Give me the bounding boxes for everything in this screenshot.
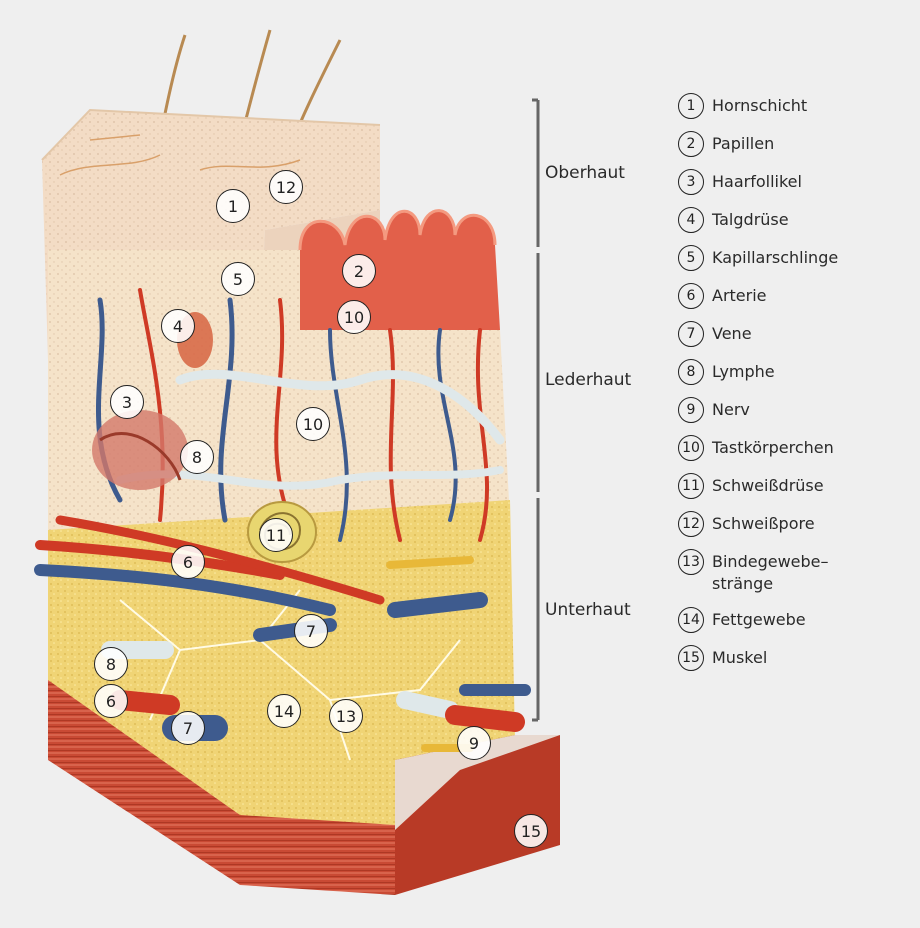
callout-haarfollikel: 3 — [110, 385, 144, 419]
legend-number: 8 — [678, 359, 704, 385]
legend-number: 15 — [678, 645, 704, 671]
callout-papillen: 2 — [342, 254, 376, 288]
legend-item: 4 Talgdrüse — [678, 207, 913, 233]
layer-bracket — [530, 100, 546, 720]
callout-bindegewebestraenge: 13 — [329, 699, 363, 733]
dermal-papillae — [300, 211, 500, 330]
legend-label: Schweißpore — [712, 511, 815, 535]
legend-label: Lymphe — [712, 359, 775, 383]
legend-label: Muskel — [712, 645, 767, 669]
callout-nerv: 9 — [457, 726, 491, 760]
legend-item: 13 Bindegewebe– stränge — [678, 549, 913, 595]
legend-item: 12 Schweißpore — [678, 511, 913, 537]
callout-fettgewebe: 14 — [267, 694, 301, 728]
legend-number: 11 — [678, 473, 704, 499]
legend-item: 9 Nerv — [678, 397, 913, 423]
legend-item: 8 Lymphe — [678, 359, 913, 385]
legend-label: Talgdrüse — [712, 207, 789, 231]
callout-vene: 7 — [294, 614, 328, 648]
legend-item: 6 Arterie — [678, 283, 913, 309]
callout-tastkoerperchen-2: 10 — [296, 407, 330, 441]
legend-number: 9 — [678, 397, 704, 423]
legend: 1Hornschicht 2Papillen 3Haarfollikel 4Ta… — [678, 93, 913, 683]
layer-label-oberhaut: Oberhaut — [545, 163, 625, 183]
legend-label: Arterie — [712, 283, 767, 307]
legend-item: 1 Hornschicht — [678, 93, 913, 119]
legend-number: 3 — [678, 169, 704, 195]
layer-label-lederhaut: Lederhaut — [545, 370, 631, 390]
legend-number: 6 — [678, 283, 704, 309]
layer-label-unterhaut: Unterhaut — [545, 600, 631, 620]
legend-number: 1 — [678, 93, 704, 119]
legend-item: 3 Haarfollikel — [678, 169, 913, 195]
legend-item: 11 Schweißdrüse — [678, 473, 913, 499]
legend-item: 2 Papillen — [678, 131, 913, 157]
legend-item: 14 Fettgewebe — [678, 607, 913, 633]
callout-arterie-2: 6 — [94, 684, 128, 718]
legend-label: Tastkörperchen — [712, 435, 834, 459]
legend-label: Hornschicht — [712, 93, 807, 117]
legend-label: Nerv — [712, 397, 750, 421]
callout-vene-2: 7 — [171, 711, 205, 745]
legend-label: Bindegewebe– stränge — [712, 549, 829, 595]
callout-hornschicht: 1 — [216, 189, 250, 223]
callout-lymphe-2: 8 — [94, 647, 128, 681]
legend-number: 13 — [678, 549, 704, 575]
legend-item: 15 Muskel — [678, 645, 913, 671]
legend-number: 4 — [678, 207, 704, 233]
callout-kapillarschlinge: 5 — [221, 262, 255, 296]
legend-label: Vene — [712, 321, 752, 345]
legend-item: 10 Tastkörperchen — [678, 435, 913, 461]
callout-tastkoerperchen: 10 — [337, 300, 371, 334]
callout-talgdruese: 4 — [161, 309, 195, 343]
legend-label: Fettgewebe — [712, 607, 806, 631]
legend-number: 5 — [678, 245, 704, 271]
legend-label: Schweißdrüse — [712, 473, 824, 497]
callout-muskel: 15 — [514, 814, 548, 848]
legend-number: 10 — [678, 435, 704, 461]
legend-label: Papillen — [712, 131, 774, 155]
legend-label: Kapillarschlinge — [712, 245, 838, 269]
legend-item: 5 Kapillarschlinge — [678, 245, 913, 271]
callout-lymphe: 8 — [180, 440, 214, 474]
callout-schweisspore: 12 — [269, 170, 303, 204]
legend-number: 14 — [678, 607, 704, 633]
callout-arterie: 6 — [171, 545, 205, 579]
callout-schweissdruese: 11 — [259, 518, 293, 552]
legend-number: 12 — [678, 511, 704, 537]
legend-label: Haarfollikel — [712, 169, 802, 193]
legend-number: 7 — [678, 321, 704, 347]
legend-number: 2 — [678, 131, 704, 157]
legend-item: 7 Vene — [678, 321, 913, 347]
